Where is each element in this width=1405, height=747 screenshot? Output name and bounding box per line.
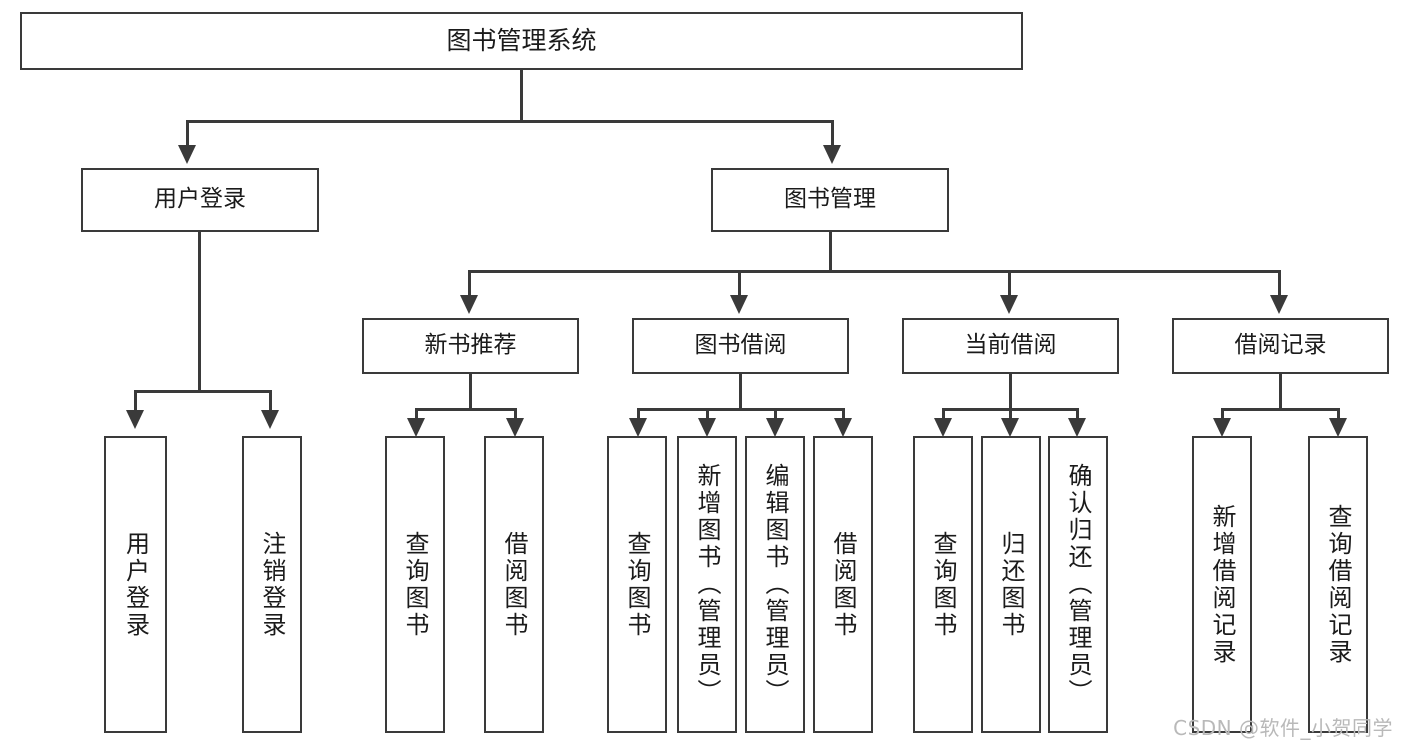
- arrowhead-user-login-leaf-1: [126, 410, 144, 429]
- node-label: 归还图书: [997, 530, 1025, 639]
- node-label: 借阅记录: [1234, 332, 1327, 359]
- node-label: 用户登录: [121, 530, 150, 639]
- node-label: 用户登录: [154, 186, 246, 213]
- connector-user-login-branch-2: [269, 390, 272, 412]
- arrowhead-bm-to-new-book: [460, 295, 478, 314]
- arrowhead-borrow-record-leaf-1: [1213, 418, 1231, 437]
- connector-new-book-branch-2: [514, 408, 517, 420]
- connector-user-login-branch-1: [134, 390, 137, 412]
- leaf-query-borrow-record[interactable]: 查询借阅记录: [1308, 436, 1368, 733]
- connector-book-borrow-branch-1: [637, 408, 640, 420]
- leaf-add-borrow-record[interactable]: 新增借阅记录: [1192, 436, 1252, 733]
- connector-book-borrow-branch-3: [774, 408, 777, 420]
- node-borrow-record[interactable]: 借阅记录: [1172, 318, 1389, 374]
- connector-current-borrow-stem: [1009, 374, 1012, 410]
- node-label: 注销登录: [258, 530, 286, 639]
- node-current-borrow[interactable]: 当前借阅: [902, 318, 1119, 374]
- leaf-query-book-new-book[interactable]: 查询图书: [385, 436, 445, 733]
- node-user-login[interactable]: 用户登录: [81, 168, 319, 232]
- connector-bm-branch-4: [1278, 270, 1281, 297]
- connector-root-to-book-management: [831, 120, 834, 147]
- arrowhead-current-borrow-leaf-2: [1001, 418, 1019, 437]
- connector-new-book-bus: [415, 408, 516, 411]
- node-label: 编辑图书（管理员）: [761, 463, 789, 706]
- arrowhead-borrow-record-leaf-2: [1329, 418, 1347, 437]
- arrowhead-book-borrow-leaf-3: [766, 418, 784, 437]
- connector-book-management-stem: [829, 232, 832, 270]
- node-label: 查询图书: [401, 530, 429, 639]
- node-label: 当前借阅: [964, 332, 1057, 359]
- connector-user-login-bus: [134, 390, 271, 393]
- node-book-management[interactable]: 图书管理: [711, 168, 949, 232]
- node-label: 图书管理系统: [446, 26, 597, 55]
- connector-bm-branch-2: [738, 270, 741, 297]
- connector-book-borrow-branch-2: [706, 408, 709, 420]
- connector-borrow-record-branch-2: [1337, 408, 1340, 420]
- connector-new-book-branch-1: [415, 408, 418, 420]
- connector-book-borrow-bus: [637, 408, 843, 411]
- leaf-query-book-current[interactable]: 查询图书: [913, 436, 973, 733]
- node-label: 借阅图书: [500, 530, 528, 639]
- connector-current-borrow-branch-2: [1009, 408, 1012, 420]
- connector-book-management-bus: [468, 270, 1280, 273]
- arrowhead-root-to-book-management: [823, 145, 841, 164]
- arrowhead-current-borrow-leaf-3: [1068, 418, 1086, 437]
- node-label: 新书推荐: [424, 332, 517, 359]
- node-new-book-recommend[interactable]: 新书推荐: [362, 318, 579, 374]
- node-label: 查询图书: [623, 530, 651, 639]
- connector-borrow-record-bus: [1221, 408, 1339, 411]
- node-label: 借阅图书: [829, 530, 857, 639]
- arrowhead-book-borrow-leaf-4: [834, 418, 852, 437]
- leaf-edit-book-admin[interactable]: 编辑图书（管理员）: [745, 436, 805, 733]
- node-label: 查询借阅记录: [1324, 503, 1352, 666]
- connector-book-borrow-branch-4: [842, 408, 845, 420]
- connector-book-borrow-stem: [739, 374, 742, 410]
- connector-root-stem: [520, 70, 523, 120]
- arrowhead-bm-to-book-borrow: [730, 295, 748, 314]
- connector-borrow-record-stem: [1279, 374, 1282, 410]
- leaf-confirm-return-admin[interactable]: 确认归还（管理员）: [1048, 436, 1108, 733]
- leaf-user-login[interactable]: 用户登录: [104, 436, 167, 733]
- connector-user-login-stem: [198, 232, 201, 390]
- leaf-borrow-book-new-book[interactable]: 借阅图书: [484, 436, 544, 733]
- leaf-query-book-borrow[interactable]: 查询图书: [607, 436, 667, 733]
- connector-current-borrow-branch-3: [1076, 408, 1079, 420]
- arrowhead-current-borrow-leaf-1: [934, 418, 952, 437]
- watermark-text: CSDN @软件_小贺同学: [1173, 716, 1393, 740]
- node-book-borrow[interactable]: 图书借阅: [632, 318, 849, 374]
- arrowhead-book-borrow-leaf-1: [629, 418, 647, 437]
- arrowhead-new-book-leaf-2: [506, 418, 524, 437]
- leaf-add-book-admin[interactable]: 新增图书（管理员）: [677, 436, 737, 733]
- connector-root-bus: [186, 120, 834, 123]
- arrowhead-root-to-user-login: [178, 145, 196, 164]
- node-label: 新增借阅记录: [1208, 503, 1236, 666]
- node-label: 图书管理: [784, 186, 876, 213]
- leaf-return-book[interactable]: 归还图书: [981, 436, 1041, 733]
- leaf-logout[interactable]: 注销登录: [242, 436, 302, 733]
- arrowhead-new-book-leaf-1: [407, 418, 425, 437]
- node-label: 查询图书: [929, 530, 957, 639]
- arrowhead-user-login-leaf-2: [261, 410, 279, 429]
- arrowhead-bm-to-current-borrow: [1000, 295, 1018, 314]
- node-label: 图书借阅: [694, 332, 787, 359]
- node-label: 确认归还（管理员）: [1064, 463, 1092, 706]
- connector-bm-branch-3: [1008, 270, 1011, 297]
- arrowhead-book-borrow-leaf-2: [698, 418, 716, 437]
- connector-new-book-stem: [469, 374, 472, 410]
- connector-root-to-user-login: [186, 120, 189, 147]
- node-label: 新增图书（管理员）: [693, 463, 721, 706]
- leaf-borrow-book[interactable]: 借阅图书: [813, 436, 873, 733]
- connector-bm-branch-1: [468, 270, 471, 297]
- connector-current-borrow-branch-1: [942, 408, 945, 420]
- arrowhead-bm-to-borrow-record: [1270, 295, 1288, 314]
- connector-borrow-record-branch-1: [1221, 408, 1224, 420]
- node-book-management-system[interactable]: 图书管理系统: [20, 12, 1023, 70]
